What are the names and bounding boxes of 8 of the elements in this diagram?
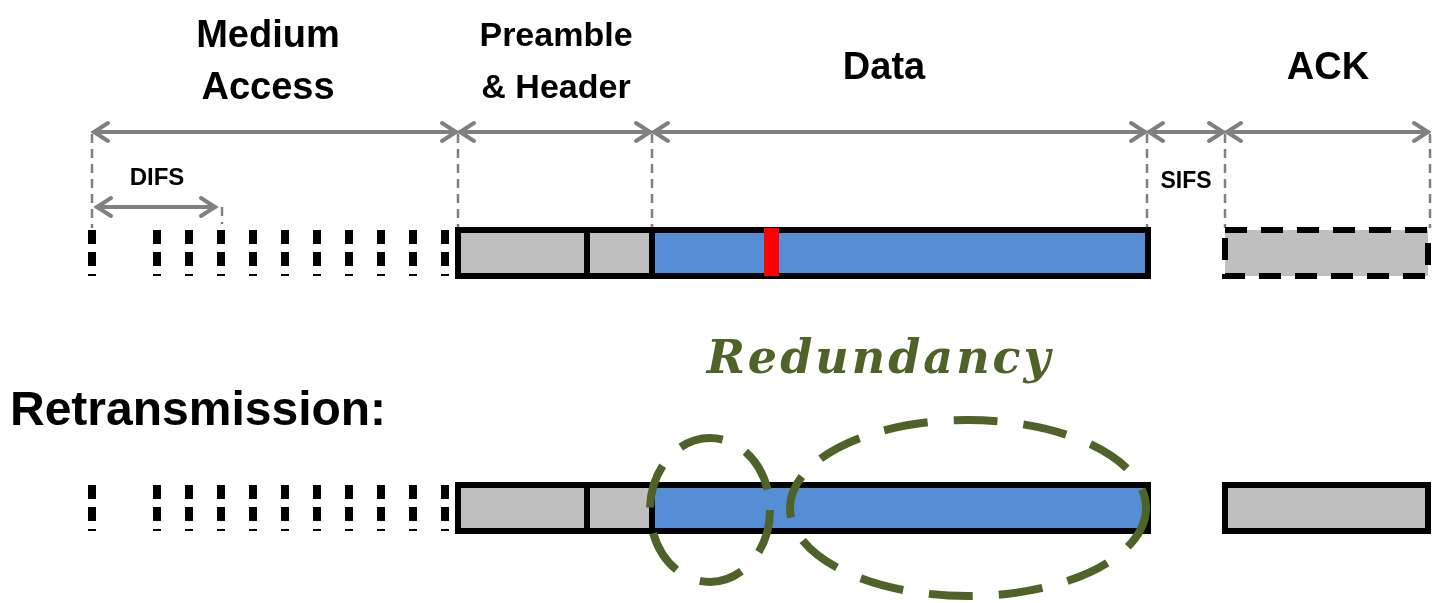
interval-label: SIFS bbox=[1159, 166, 1213, 195]
section-heading: Preamble & Header bbox=[478, 14, 634, 107]
annotation-text: Redundancy bbox=[704, 329, 1055, 386]
row-heading: Retransmission: bbox=[10, 381, 388, 437]
interval-label: DIFS bbox=[128, 162, 186, 192]
section-heading: ACK bbox=[1285, 44, 1371, 89]
section-heading: Medium Access bbox=[195, 12, 341, 109]
section-heading: Data bbox=[841, 44, 927, 89]
